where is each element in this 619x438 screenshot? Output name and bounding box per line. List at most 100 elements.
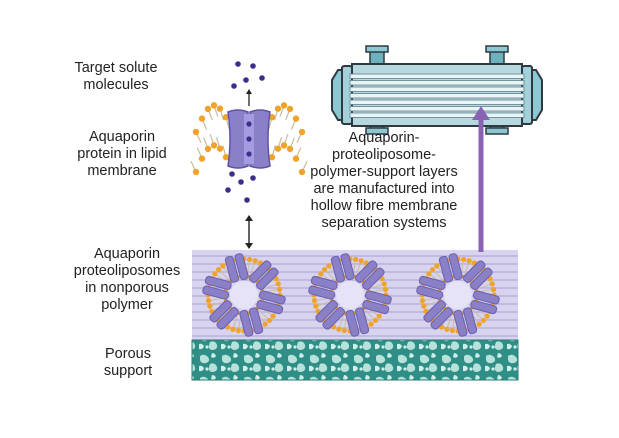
lipid-tail: [339, 315, 344, 328]
lipid-tail: [233, 315, 238, 328]
liposome-core: [336, 281, 364, 309]
protein-half: [453, 309, 468, 337]
protein-half: [430, 307, 454, 330]
lipid-head: [311, 298, 318, 304]
label-line: in nonporous: [85, 280, 169, 296]
aquaporin-protein: [416, 275, 446, 300]
lipid-head: [198, 155, 206, 162]
lipid-head: [216, 145, 224, 152]
solute-molecule-group: [225, 61, 265, 203]
lipid-head: [192, 168, 200, 176]
lipid-head: [419, 298, 426, 304]
proteoliposome-icon: [202, 253, 286, 337]
lipid-head: [220, 263, 226, 269]
aquaporin-protein: [423, 299, 454, 330]
label-line: Aquaporin-: [348, 130, 420, 146]
lipid-tail: [352, 261, 356, 274]
lipid-head: [222, 114, 230, 121]
protein-half: [310, 275, 338, 290]
protein-half: [438, 255, 453, 283]
protein-half: [362, 300, 390, 315]
lipid-tail: [473, 270, 483, 280]
lipid-head: [489, 281, 495, 287]
lipid-membrane-patch: [190, 102, 308, 176]
lipid-tail: [460, 261, 464, 274]
label-line: Porous: [105, 346, 151, 362]
lipid-tail: [424, 297, 437, 301]
solute-molecule-icon: [225, 187, 231, 193]
label-line: are manufactured into: [313, 181, 455, 197]
lipid-tail: [219, 270, 229, 280]
lipid-head: [326, 263, 332, 269]
lipid-tail: [478, 284, 491, 289]
lipid-head: [235, 327, 241, 334]
lipid-tail: [246, 261, 250, 274]
lipid-head: [372, 317, 379, 324]
lipid-tail: [211, 301, 224, 306]
protein-half: [355, 307, 370, 335]
solute-molecule-icon: [250, 175, 256, 181]
lipid-head: [298, 168, 306, 176]
lipid-tail: [317, 301, 330, 306]
liposome-core: [444, 281, 472, 309]
label-line: protein in lipid: [77, 146, 167, 162]
solute-molecule-icon: [243, 77, 249, 83]
lipid-tail: [447, 315, 452, 328]
lipid-head: [292, 155, 300, 162]
protein-half: [423, 299, 446, 323]
label-line: proteoliposome-: [332, 147, 436, 163]
protein-half: [340, 253, 355, 281]
lipid-tail: [464, 262, 469, 275]
lipid-tail: [325, 270, 335, 280]
solute-molecule-icon: [235, 61, 241, 67]
label-proteoliposomes: Aquaporin proteoliposomes in nonporous p…: [66, 246, 188, 314]
hollow-fibre: [349, 73, 525, 79]
protein-half: [234, 253, 249, 281]
protein-half: [470, 267, 493, 291]
protein-half: [224, 255, 239, 283]
hollow-fibre: [349, 106, 525, 112]
label-line: Aquaporin: [88, 129, 156, 145]
lipid-tail: [365, 270, 375, 280]
lipid-head: [204, 105, 212, 113]
label-line: polymer-support layers: [310, 164, 458, 180]
lipid-head: [421, 303, 427, 309]
label-line: Aquaporin: [93, 246, 161, 262]
lipid-head: [207, 303, 213, 309]
lipid-head: [336, 326, 342, 332]
protein-half: [345, 309, 360, 337]
lipid-head: [268, 154, 276, 161]
lipid-tail: [238, 316, 242, 329]
lipid-head: [216, 105, 224, 112]
lipid-head: [358, 258, 364, 264]
lipid-head: [210, 102, 218, 109]
lipid-head: [444, 326, 450, 332]
lipid-head: [275, 281, 281, 287]
lipid-head: [192, 128, 200, 136]
aquaporin-protein: [256, 290, 286, 315]
hollow-fibre: [349, 80, 525, 86]
lipid-tail: [452, 316, 456, 329]
lipid-head: [270, 313, 276, 319]
aquaporin-protein: [354, 260, 385, 291]
label-line: Target solute: [74, 60, 158, 76]
proteoliposome-icon: [416, 253, 500, 337]
upward-arrow-icon: [472, 106, 490, 252]
lipid-tail: [356, 262, 361, 275]
lipid-head: [426, 271, 432, 277]
lipid-head: [434, 263, 440, 269]
protein-half: [418, 275, 446, 290]
lipid-tail: [433, 270, 443, 280]
lipid-tail: [371, 289, 384, 293]
proteoliposome-icon: [308, 253, 392, 337]
label-line: proteoliposomes: [73, 263, 181, 279]
protein-half: [209, 299, 232, 323]
protein-half: [249, 307, 264, 335]
aquaporin-protein: [239, 307, 264, 337]
lipid-head: [205, 298, 212, 304]
solute-molecule-icon: [238, 179, 244, 185]
lipid-tail: [259, 270, 269, 280]
lipid-head: [280, 142, 288, 149]
